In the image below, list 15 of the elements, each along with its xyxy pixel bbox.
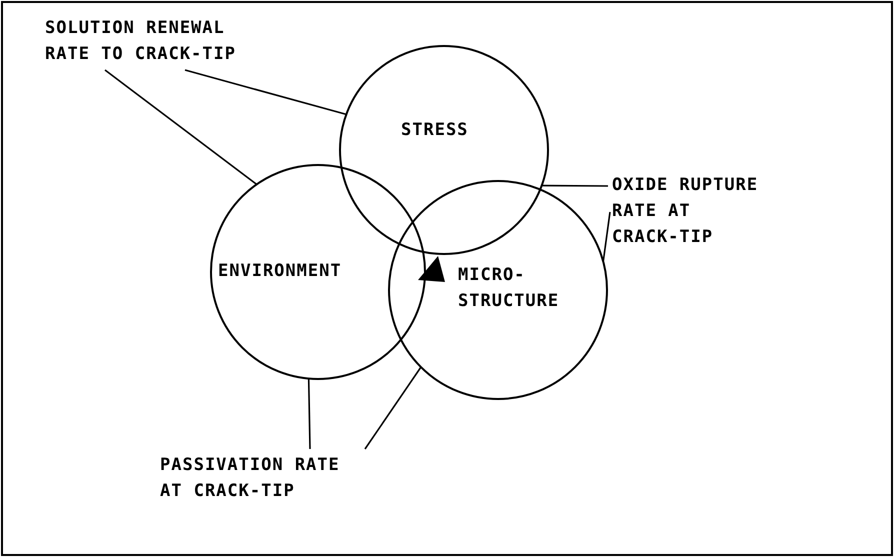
leader-line [308, 378, 311, 450]
circle-label: STRESS [401, 119, 470, 142]
leader-line [364, 366, 422, 450]
leader-line [184, 69, 347, 116]
environment-circle [210, 164, 426, 380]
callout-label: SOLUTION RENEWAL RATE TO CRACK-TIP [45, 15, 265, 67]
callout-label: OXIDE RUPTURE RATE AT CRACK-TIP [612, 172, 762, 250]
callout-label: PASSIVATION RATE AT CRACK-TIP [160, 452, 360, 504]
circle-label: MICRO- STRUCTURE [458, 264, 560, 313]
stress-circle [339, 45, 549, 255]
microstructure-circle [388, 180, 608, 400]
leader-line [542, 184, 608, 187]
leader-line [602, 212, 611, 262]
circle-label: ENVIRONMENT [218, 260, 343, 283]
leader-line [104, 69, 258, 186]
